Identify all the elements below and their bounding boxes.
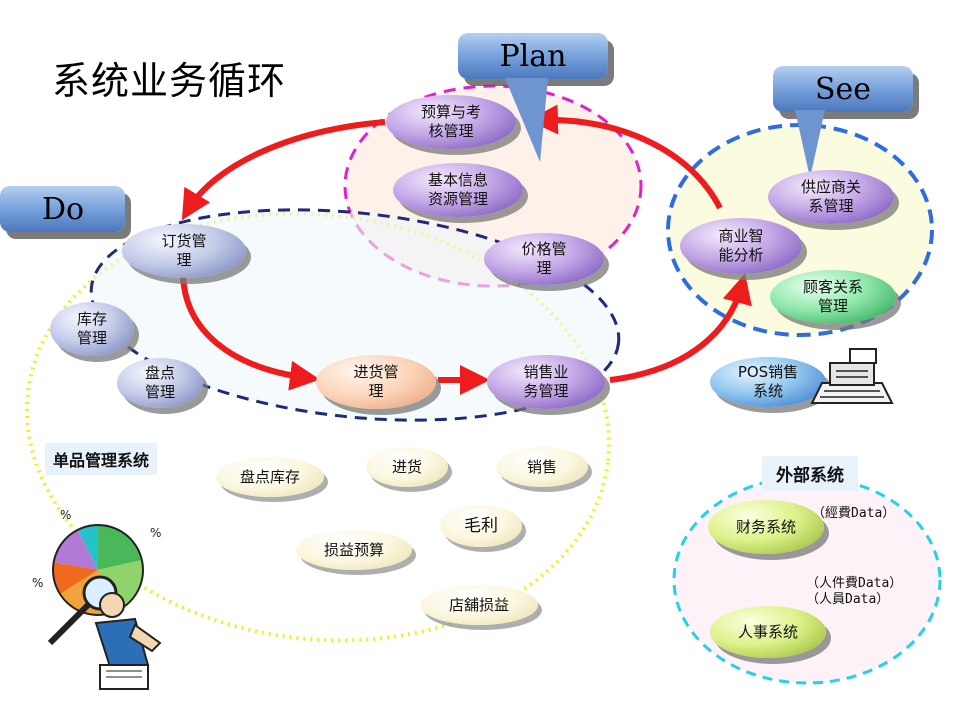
item-incoming[interactable]: 进货 <box>366 447 448 487</box>
item-system-label: 单品管理系统 <box>45 443 158 475</box>
node-price-management[interactable]: 价格管 理 <box>484 233 604 285</box>
item-stock-count[interactable]: 盘点库存 <box>216 457 324 497</box>
svg-text:%: % <box>150 526 161 540</box>
do-label: Do <box>42 191 85 227</box>
node-sales-management[interactable]: 销售业 务管理 <box>487 355 605 409</box>
arrow-order-to-purchase <box>180 274 320 391</box>
finance-data-note: （經費Data） <box>812 506 896 521</box>
node-pos-system[interactable]: POS销售 系统 <box>710 357 826 407</box>
node-basic-info-management[interactable]: 基本信息 资源管理 <box>393 163 523 217</box>
hr-data-note: （人件費Data） （人員Data） <box>806 576 903 607</box>
node-inventory-management[interactable]: 库存 管理 <box>50 302 134 356</box>
item-store-pl[interactable]: 店舖损益 <box>420 585 538 625</box>
svg-text:%: % <box>60 508 71 522</box>
item-selling[interactable]: 销售 <box>496 447 588 487</box>
arrow-sales-to-bi <box>609 273 752 383</box>
node-hr-system[interactable]: 人事系统 <box>710 606 826 658</box>
svg-text:%: % <box>32 576 43 590</box>
node-customer-relations[interactable]: 顾客关系 管理 <box>770 270 896 324</box>
node-budget-management[interactable]: 预算与考 核管理 <box>386 95 516 149</box>
plan-label: Plan <box>499 38 567 74</box>
page-title: 系统业务循环 <box>52 59 287 103</box>
node-supplier-relations[interactable]: 供应商关 系管理 <box>768 170 894 224</box>
arrow-plan-to-do <box>181 119 386 221</box>
external-system-label: 外部系统 <box>762 456 858 491</box>
node-finance-system[interactable]: 财务系统 <box>708 500 824 554</box>
item-loss-budget[interactable]: 损益预算 <box>296 530 412 570</box>
see-label: See <box>814 71 872 107</box>
node-order-management[interactable]: 订货管 理 <box>122 224 246 278</box>
item-gross-profit[interactable]: 毛利 <box>440 505 522 547</box>
see-callout: See <box>773 66 913 112</box>
arrow-see-to-plan <box>528 104 723 210</box>
node-stocktake-management[interactable]: 盘点 管理 <box>117 358 203 408</box>
item-system-ring <box>25 211 611 643</box>
do-callout: Do <box>0 186 125 232</box>
node-purchase-management[interactable]: 进货管 理 <box>316 355 436 409</box>
node-bi-analysis[interactable]: 商业智 能分析 <box>680 218 802 274</box>
plan-callout: Plan <box>458 33 608 79</box>
